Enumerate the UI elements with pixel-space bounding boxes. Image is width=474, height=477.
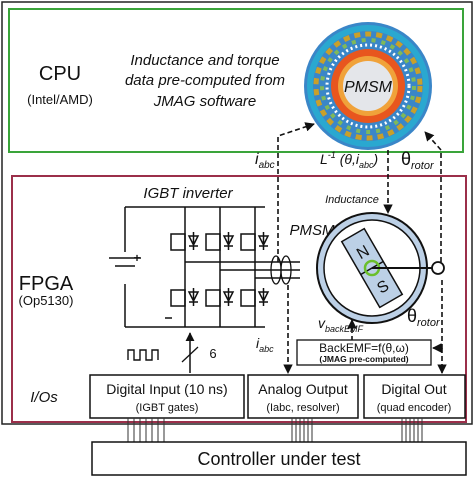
svg-text:vbackEMF: vbackEMF [318,315,364,334]
svg-text:iabc: iabc [255,151,275,171]
cpu-sublabel: (Intel/AMD) [27,92,93,107]
digital-input-sub: (IGBT gates) [136,402,199,414]
cpu-box [8,8,464,153]
cpu-note-line-3: JMAG software [153,93,257,110]
controller-box [91,441,467,476]
igbt-inverter [109,206,300,328]
iabc-to-cpu-arrow [277,122,315,262]
svg-text:L-1 (θ,iabc): L-1 (θ,iabc) [320,150,378,170]
bus-count: 6 [209,346,216,361]
gate-pulse-icon [127,349,159,361]
digital-input-box [89,374,245,419]
svg-text:iabc: iabc [256,335,274,354]
theta-rotor-top-label: θrotor [401,149,435,172]
digital-out-sub: (quad encoder) [377,402,452,414]
svg-text:θrotor: θrotor [401,149,435,172]
analog-output-sub: (Iabc, resolver) [266,402,339,414]
theta-to-backemf-arrow [432,280,443,353]
current-sensor-2 [280,255,292,285]
backemf-note: (JMAG pre-computed) [319,354,408,364]
theta-rotor-bottom-label: θrotor [407,306,441,329]
cpu-note-line-2: data pre-computed from [125,72,285,89]
pmsm-image-label: PMSM [344,79,393,96]
ios-label: I/Os [30,389,58,406]
iabc-top-label: iabc [255,151,275,171]
controller-label: Controller under test [197,449,360,469]
fpga-sublabel: (Op5130) [19,293,74,308]
vbackemf-label: vbackEMF [318,315,364,334]
analog-output-title: Analog Output [258,381,348,397]
controller-wiring [127,418,423,442]
digital-out-title: Digital Out [381,381,446,397]
svg-text:θrotor: θrotor [407,306,441,329]
cpu-label: CPU [39,63,81,85]
dc-plus-sign: + [133,251,140,265]
fpga-label: FPGA [19,273,74,295]
bus-slash [181,346,199,363]
analog-output-box [247,374,359,419]
inverter-label: IGBT inverter [143,185,233,202]
backemf-formula: BackEMF=f(θ,ω) [319,341,409,355]
inductance-label: Inductance [325,194,379,206]
cpu-note-line-1: Inductance and torque [130,52,279,69]
backemf-box [296,339,432,366]
motor-label: PMSM [290,222,336,239]
digital-input-title: Digital Input (10 ns) [106,381,227,397]
theta-to-cpu-arrow [424,131,442,262]
pmsm-fea-image: PMSM [304,22,432,150]
fpga-box [11,175,467,423]
pmsm-motor: N S [316,212,445,324]
linv-label: L-1 (θ,iabc) [320,150,378,170]
outer-frame [1,1,473,425]
iabc-bottom-label: iabc [256,335,274,354]
